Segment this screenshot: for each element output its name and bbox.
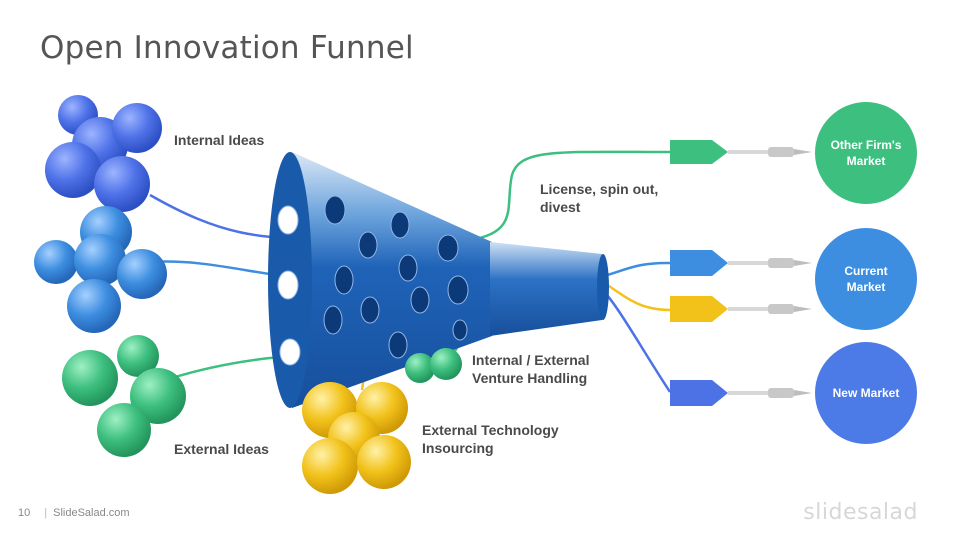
internal-ideas-cluster [45,95,162,212]
label-tech-insourcing: External Technology Insourcing [422,422,559,456]
label-license: License, spin out, divest [540,181,659,215]
market-new: New Market [815,342,917,444]
market-new-label: New Market [832,386,900,400]
market-other-firms-label: Other Firm's Market [830,138,902,168]
funnel-spout-end [597,254,609,320]
slide-title: Open Innovation Funnel [40,30,414,66]
footer: 10 | SlideSalad.com [18,507,130,519]
dart-current-market-yellow [670,296,812,322]
page-number: 10 [18,507,31,519]
line-license [469,150,671,242]
dart-new-market [670,380,812,406]
funnel-holes [277,195,469,366]
dart-current-market-blue [670,250,812,276]
dart-other-market [670,140,812,164]
footer-site: SlideSalad.com [53,507,130,519]
market-other-firms: Other Firm's Market [815,102,917,204]
funnel-spout [490,242,602,336]
funnel [268,152,609,408]
current-ideas-cluster [34,206,167,333]
external-ideas-cluster [62,335,186,457]
market-current: Current Market [815,228,917,330]
venture-cluster [405,348,462,383]
footer-separator: | [44,507,48,519]
label-internal-ideas: Internal Ideas [174,132,265,148]
label-external-ideas: External Ideas [174,441,269,457]
tech-insourcing-cluster [302,382,411,494]
brand-logo: slidesalad [803,500,918,525]
label-venture-handling: Internal / External Venture Handling [472,352,590,386]
market-current-label: Current Market [844,264,888,294]
